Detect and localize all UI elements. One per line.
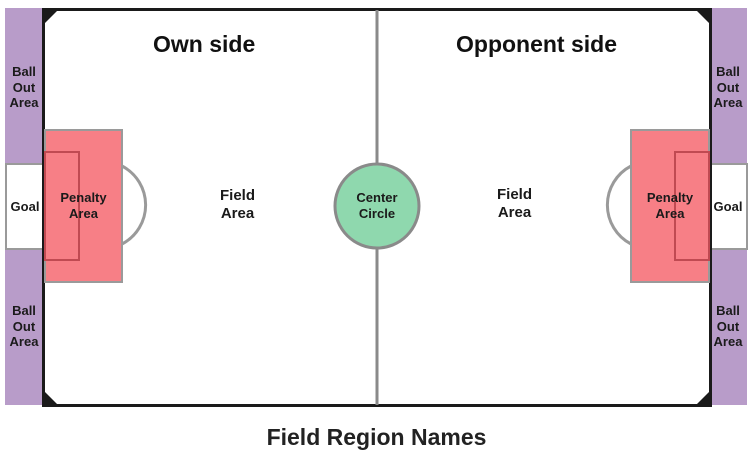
ball-out-area-bottom-right <box>709 250 747 405</box>
ball-out-area-bottom-left <box>5 250 43 405</box>
diagram-caption: Field Region Names <box>266 424 487 450</box>
penalty-area-left <box>44 129 123 283</box>
goal-label-right: Goal <box>713 199 743 214</box>
ball-out-area-top-right <box>709 8 747 163</box>
opponent-side-title: Opponent side <box>456 31 617 57</box>
penalty-area-right <box>630 129 710 283</box>
goal-label-left: Goal <box>10 199 40 214</box>
goal-area-left <box>44 151 80 261</box>
ball-out-area-top-left <box>5 8 43 163</box>
own-side-title: Own side <box>153 31 256 57</box>
goal-left <box>5 163 45 250</box>
goal-area-right <box>674 151 710 261</box>
field-corner-marks <box>42 8 712 407</box>
